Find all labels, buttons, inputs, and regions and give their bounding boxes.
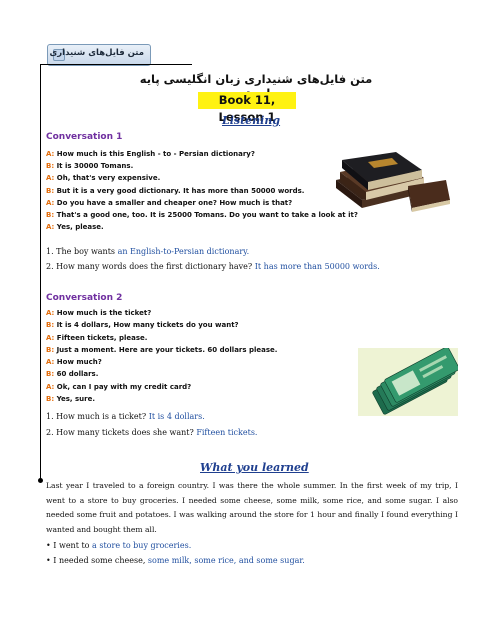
- dialogue-text: How much is this English - to - Persian …: [56, 150, 255, 158]
- margin-line: [40, 64, 41, 482]
- dialogue-text: How much is the ticket?: [56, 309, 152, 317]
- dialogue-text: Just a moment. Here are your tickets. 60…: [56, 345, 278, 354]
- listening-heading: Listening: [222, 114, 281, 127]
- question-text: 1. How much is a ticket?: [46, 412, 147, 421]
- speaker: B:: [46, 162, 55, 171]
- dialogue-line: A: Do you have a smaller and cheaper one…: [46, 197, 358, 209]
- speaker: B:: [46, 370, 55, 379]
- dialogue-line: B: But it is a very good dictionary. It …: [46, 185, 358, 197]
- speaker: B:: [46, 345, 55, 354]
- dialogue-line: A: Fifteen tickets, please.: [46, 332, 277, 344]
- dialogue-line: A: Oh, that's very expensive.: [46, 172, 358, 184]
- dialogue-text: Do you have a smaller and cheaper one? H…: [56, 198, 293, 207]
- tag-square-icon: [53, 49, 65, 61]
- lesson-title: Book 11, Lesson 1: [198, 92, 296, 124]
- dialogue-text: Yes, please.: [56, 223, 104, 232]
- dialogue-text: Ok, can I pay with my credit card?: [56, 382, 192, 391]
- dialogue-line: B: It is 4 dollars, How many tickets do …: [46, 319, 277, 331]
- section-tag: متن فایل‌های شنیداری: [47, 44, 151, 66]
- question-text: 1. The boy wants: [46, 247, 116, 256]
- dialogue-line: B: That's a good one, too. It is 25000 T…: [46, 209, 358, 221]
- answer-text: Fifteen tickets.: [196, 428, 258, 437]
- margin-dot: [38, 478, 43, 483]
- header-line: [40, 64, 192, 65]
- speaker: B:: [46, 211, 55, 220]
- dialogue-line: B: Yes, sure.: [46, 393, 277, 405]
- speaker: A:: [46, 358, 55, 367]
- dialogue-text: Fifteen tickets, please.: [56, 333, 148, 342]
- dialogue-line: B: It is 30000 Tomans.: [46, 160, 358, 172]
- conversation-2: A: How much is the ticket? B: It is 4 do…: [46, 307, 277, 405]
- answer-text: It has more than 50000 words.: [254, 262, 380, 271]
- dialogue-text: But it is a very good dictionary. It has…: [56, 186, 305, 195]
- bullet-text: • I needed some cheese,: [46, 556, 146, 565]
- dialogue-text: That's a good one, too. It is 25000 Toma…: [56, 211, 358, 220]
- dialogue-line: A: How much?: [46, 356, 277, 368]
- answer-text: an English-to-Persian dictionary.: [117, 247, 250, 256]
- speaker: A:: [46, 223, 55, 232]
- dialogue-line: A: How much is the ticket?: [46, 307, 277, 319]
- dialogue-text: It is 30000 Tomans.: [56, 162, 134, 171]
- speaker: A:: [46, 382, 55, 391]
- question-text: 2. How many tickets does she want?: [46, 428, 194, 437]
- what-you-learned-heading: What you learned: [200, 461, 309, 474]
- dialogue-line: B: 60 dollars.: [46, 368, 277, 380]
- speaker: A:: [46, 150, 55, 158]
- conversation-1: A: How much is this English - to - Persi…: [46, 148, 358, 233]
- question-1: 1. How much is a ticket? It is 4 dollars…: [46, 412, 205, 421]
- tag-label: متن فایل‌های شنیداری: [49, 48, 144, 58]
- answer-text: some milk, some rice, and some sugar.: [147, 556, 305, 565]
- speaker: B:: [46, 321, 55, 330]
- conversation-1-title: Conversation 1: [46, 132, 123, 142]
- answer-text: a store to buy groceries.: [92, 541, 192, 550]
- dialogue-line: A: How much is this English - to - Persi…: [46, 148, 358, 160]
- dialogue-text: Yes, sure.: [56, 395, 96, 404]
- speaker: A:: [46, 174, 55, 183]
- speaker: B:: [46, 186, 55, 195]
- dialogue-text: Oh, that's very expensive.: [56, 174, 161, 183]
- dialogue-line: A: Yes, please.: [46, 221, 358, 233]
- dialogue-text: 60 dollars.: [56, 370, 99, 379]
- dialogue-text: How much?: [56, 358, 102, 367]
- dialogue-line: A: Ok, can I pay with my credit card?: [46, 381, 277, 393]
- bullet-text: • I went to: [46, 541, 90, 550]
- tickets-image: [358, 348, 458, 416]
- speaker: B:: [46, 395, 55, 404]
- bullet-item: • I went to a store to buy groceries.: [46, 541, 191, 550]
- dictionary-books-image: [336, 152, 450, 212]
- question-2: 2. How many tickets does she want? Fifte…: [46, 428, 257, 437]
- bullet-item: • I needed some cheese, some milk, some …: [46, 556, 305, 565]
- question-text: 2. How many words does the first diction…: [46, 262, 253, 271]
- answer-text: It is 4 dollars.: [148, 412, 205, 421]
- speaker: A:: [46, 198, 55, 207]
- speaker: A:: [46, 309, 55, 317]
- dialogue-text: It is 4 dollars, How many tickets do you…: [56, 321, 239, 330]
- conversation-2-title: Conversation 2: [46, 293, 123, 303]
- question-2: 2. How many words does the first diction…: [46, 262, 380, 271]
- dialogue-line: B: Just a moment. Here are your tickets.…: [46, 344, 277, 356]
- speaker: A:: [46, 333, 55, 342]
- question-1: 1. The boy wants an English-to-Persian d…: [46, 247, 249, 256]
- learned-paragraph: Last year I traveled to a foreign countr…: [46, 481, 458, 534]
